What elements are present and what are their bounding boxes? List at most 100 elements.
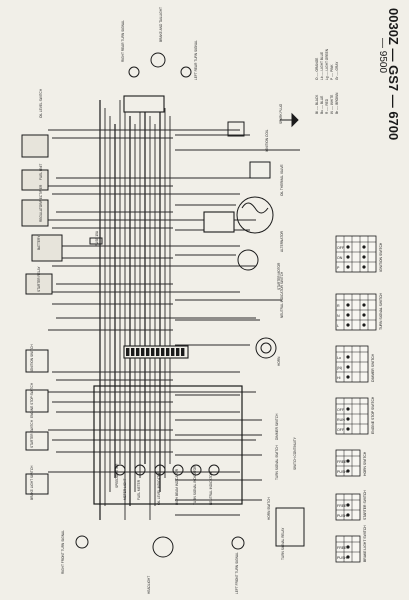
label-alternator: ALTERNATOR	[280, 230, 284, 252]
continuity-dot	[346, 313, 350, 317]
label-turn-signal-indicator: TURN SIGNAL INDICATOR	[193, 465, 197, 505]
component-box	[25, 273, 53, 295]
starter-motor-body	[237, 249, 259, 271]
continuity-dot	[346, 469, 350, 473]
continuity-dot	[346, 417, 350, 421]
label-right-rear-turn-signal: RIGHT REAR TURN SIGNAL	[121, 20, 125, 62]
continuity-table-frame	[335, 235, 377, 273]
label-fuel-meter: FUEL METER	[137, 479, 141, 500]
continuity-dot	[346, 459, 350, 463]
label-turn-signal-switch: TURN SIGNAL SWITCH	[275, 445, 279, 480]
right-rear-turn-bulb	[128, 66, 140, 78]
continuity-dot	[346, 323, 350, 327]
label-right-front-turn-signal: RIGHT FRONT TURN SIGNAL	[61, 530, 65, 574]
continuity-table-frame	[335, 293, 377, 331]
connector-pin	[141, 348, 145, 356]
component-labels: OIL LEVEL SWITCH FUEL UNIT REGULATOR/REC…	[30, 7, 297, 594]
continuity-row-label: PUSH	[337, 470, 347, 474]
continuity-dot	[346, 355, 350, 359]
label-oil-level-indicator: OIL LEVEL INDICATOR	[157, 470, 161, 505]
connector-pin	[161, 348, 165, 356]
continuity-dot	[346, 265, 350, 269]
label-neutral-indicator-switch: NEUTRAL INDICATOR SWITCH	[280, 271, 284, 318]
continuity-dot	[362, 245, 366, 249]
tail-light-bulb	[150, 52, 166, 68]
connector-pin	[181, 348, 185, 356]
continuity-dot	[346, 375, 350, 379]
component-box	[21, 169, 49, 191]
label-starter-motor: STARTER MOTOR	[277, 262, 281, 290]
continuity-row-label: FREE	[337, 504, 347, 508]
continuity-dot	[362, 303, 366, 307]
alternator-rotor	[236, 196, 274, 234]
continuity-row-label: ON	[337, 256, 343, 260]
legend-entry: Lb ---- LIGHT BLUE	[320, 52, 324, 80]
instrument-cluster-outline	[93, 385, 243, 505]
continuity-dot	[346, 255, 350, 259]
continuity-dot	[346, 245, 350, 249]
label-neutral-indicator: NEUTRAL INDICATOR	[209, 471, 213, 505]
continuity-dot	[346, 555, 350, 559]
left-rear-turn-bulb	[180, 66, 192, 78]
connector-pin	[171, 348, 175, 356]
headlight-bulb	[152, 536, 174, 558]
continuity-dot	[346, 303, 350, 307]
label-fuel-unit: FUEL UNIT	[39, 164, 43, 180]
label-horn: HORN	[277, 356, 281, 366]
indicator-bulb	[114, 464, 126, 476]
continuity-table-title: TURN SIGNAL SWITCH	[379, 292, 383, 330]
handlebar-switch	[25, 473, 49, 495]
label-dimmer-switch: DIMMER SWITCH	[275, 413, 279, 440]
continuity-table-6: FREE PUSH STARTER SWITCH	[335, 490, 367, 521]
label-speedometer: SPEEDOMETER	[115, 463, 119, 488]
label-oil-level-switch: OIL LEVEL SWITCH	[39, 88, 43, 118]
continuity-dot	[346, 545, 350, 549]
label-spark-plug: SPARK PLUG	[279, 103, 283, 124]
handlebar-switch	[25, 431, 49, 451]
continuity-row-label: PUSH	[337, 514, 347, 518]
label-ignition-switch: IGNITION SWITCH	[30, 344, 34, 372]
handlebar-switch	[25, 349, 49, 373]
continuity-row-label: N	[337, 314, 340, 318]
continuity-table-title: IGNITION SWITCH	[379, 242, 383, 272]
label-brake-tail-light: BRAKE AND TAILLIGHT	[159, 7, 163, 42]
continuity-dot	[362, 323, 366, 327]
continuity-dot	[346, 407, 350, 411]
label-left-front-turn-signal: LEFT FRONT TURN SIGNAL	[235, 552, 239, 594]
continuity-table-title: ENGINE STOP SWITCH	[371, 396, 375, 434]
connector-pin	[151, 348, 155, 356]
legend-entry: W ---- WHITE	[330, 95, 334, 114]
component-box	[31, 234, 63, 262]
continuity-dot	[346, 365, 350, 369]
legend-entry: Lg ---- LIGHT GREEN	[325, 48, 329, 80]
label-left-rear-turn-signal: LEFT REAR TURN SIGNAL	[194, 40, 198, 80]
indicator-bulb	[134, 464, 146, 476]
connector-pin	[166, 348, 170, 356]
continuity-table-title: STARTER SWITCH	[363, 490, 367, 520]
continuity-row-label: OFF	[337, 408, 345, 412]
continuity-row-label: R	[337, 304, 340, 308]
components	[21, 52, 305, 558]
label-battery: BATTERY	[37, 235, 41, 250]
continuity-table-title: BRAKE LIGHT SWITCH	[363, 525, 367, 562]
label-meter-light: METER LIGHT	[123, 479, 127, 500]
component-box	[21, 134, 49, 158]
continuity-row-label: PUSH	[337, 556, 347, 560]
label-ignition-coil: IGNITION COIL	[265, 129, 269, 152]
connector-block	[123, 95, 165, 113]
label-regulator-rectifier: REGULATOR/RECTIFIER	[39, 184, 43, 222]
continuity-table-title: DIMMER SWITCH	[371, 353, 375, 382]
continuity-dot	[362, 313, 366, 317]
continuity-row-label: (N)	[337, 366, 342, 370]
legend-entry: O ---- ORANGE	[315, 58, 319, 80]
label-turn-signal-relay: TURN SIGNAL RELAY	[281, 527, 285, 560]
alternator-coil	[241, 202, 269, 214]
fuse-holder	[89, 237, 103, 245]
